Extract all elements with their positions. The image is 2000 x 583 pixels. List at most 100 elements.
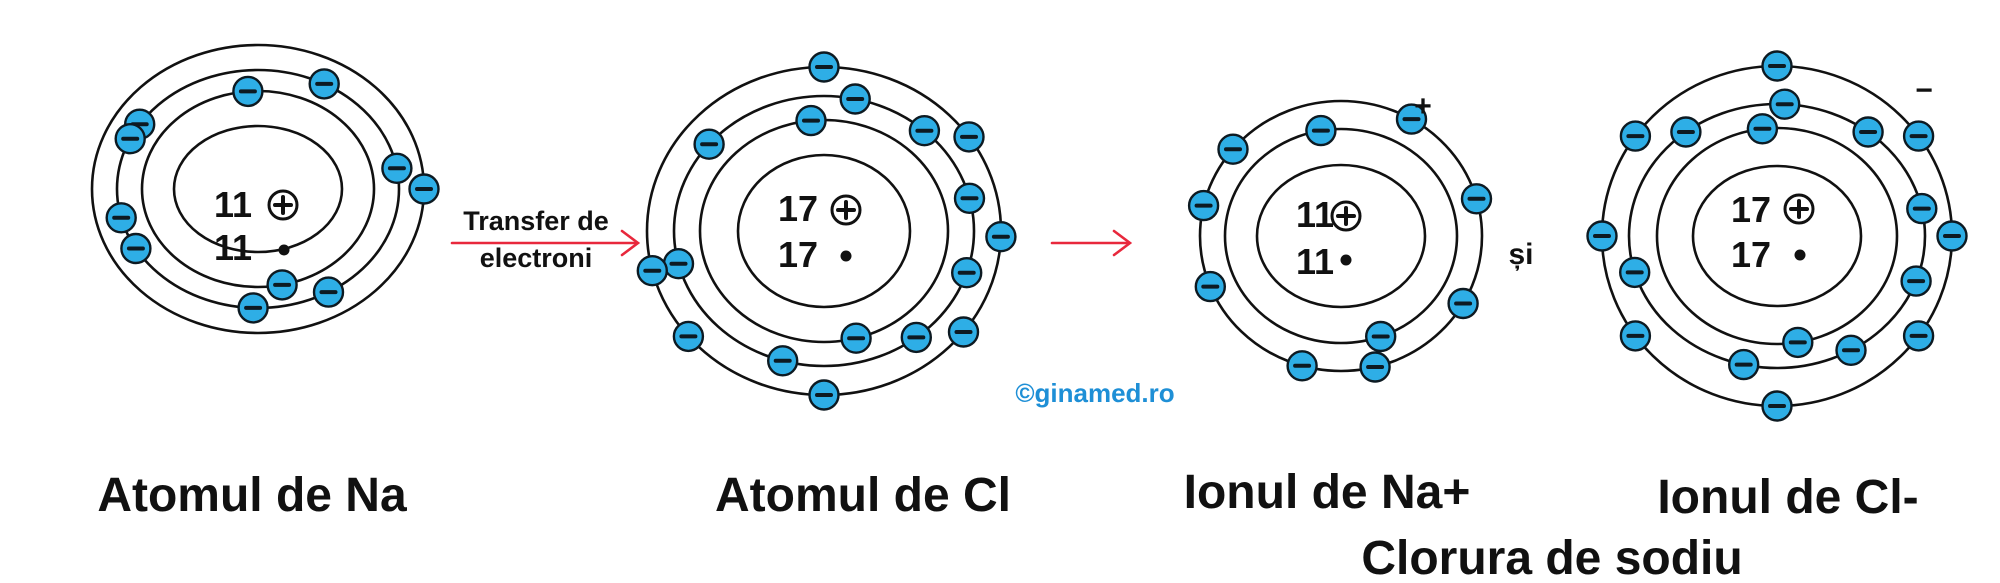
- proton-plus-icon: [830, 194, 862, 226]
- transfer-label-line-2: electroni: [480, 243, 593, 273]
- electron-minus-icon: [953, 182, 986, 215]
- electron-minus-icon: [1586, 220, 1618, 252]
- electron-minus-icon: [900, 321, 932, 354]
- cl-atom-proton-count: 17: [778, 188, 818, 229]
- electron-minus-icon: [1286, 350, 1318, 382]
- electron-minus-icon: [408, 173, 440, 205]
- cl-atom-electrons: [636, 51, 1017, 411]
- electron-minus-icon: [1900, 265, 1932, 297]
- electron-minus-icon: [1936, 220, 1968, 252]
- electron-minus-icon: [1906, 192, 1938, 225]
- arrow-right-icon: [450, 229, 641, 257]
- electron-minus-icon: [1447, 287, 1479, 320]
- electron-minus-icon: [1727, 348, 1760, 381]
- electron-minus-icon: [1359, 351, 1391, 383]
- electron-minus-icon: [1761, 50, 1793, 82]
- na-atom-caption: Atomul de Na: [97, 469, 407, 522]
- proton-plus-icon: [1330, 200, 1362, 232]
- neutron-dot-icon: [278, 244, 290, 256]
- electron-minus-icon: [795, 104, 827, 137]
- proton-plus-icon: [1783, 193, 1815, 225]
- electron-minus-icon: [636, 255, 668, 287]
- transfer-label-line-1: Transfer de: [463, 206, 609, 236]
- na-atom-nucleus-boundary: [172, 124, 344, 254]
- electron-minus-icon: [672, 320, 705, 353]
- na-atom-neutron-count: 11: [214, 227, 252, 268]
- electron-minus-icon: [808, 379, 840, 411]
- electron-minus-icon: [1187, 189, 1220, 222]
- electron-minus-icon: [1619, 320, 1652, 352]
- neutron-dot-icon: [1794, 249, 1806, 261]
- cl-atom-shell-2: [672, 94, 976, 368]
- electron-minus-icon: [120, 232, 152, 265]
- na-ion-charge: +: [1414, 90, 1432, 123]
- electron-minus-icon: [308, 68, 340, 100]
- electron-minus-icon: [908, 114, 941, 147]
- electron-minus-icon: [1305, 114, 1337, 147]
- electron-minus-icon: [951, 257, 983, 289]
- electron-minus-icon: [381, 152, 413, 185]
- electron-minus-icon: [1217, 133, 1249, 165]
- na-atom-shell-2: [115, 68, 401, 310]
- electron-minus-icon: [1460, 183, 1493, 215]
- electron-minus-icon: [947, 316, 980, 348]
- electron-minus-icon: [1618, 256, 1651, 289]
- electron-minus-icon: [953, 121, 985, 153]
- na-ion-electrons: [1187, 103, 1493, 383]
- electron-minus-icon: [808, 51, 840, 83]
- cl-atom-nucleus-boundary: [736, 153, 912, 309]
- electron-minus-icon: [266, 269, 298, 301]
- arrow-right-icon: [1050, 229, 1133, 257]
- cl-ion-nucleus-boundary: [1691, 164, 1863, 308]
- cl-ion-caption: Ionul de Cl-: [1657, 471, 1918, 524]
- na-ion-caption: Ionul de Na+: [1184, 466, 1471, 519]
- electron-minus-icon: [1782, 326, 1814, 359]
- cl-ion-neutron-count: 17: [1731, 234, 1771, 275]
- electron-transfer-annotation: Transfer de electroni: [450, 206, 641, 273]
- electron-minus-icon: [1746, 113, 1779, 145]
- electron-minus-icon: [237, 292, 269, 324]
- na-ion-nucleus-boundary: [1255, 163, 1427, 309]
- electron-minus-icon: [1194, 270, 1227, 303]
- na-ion-proton-count: 11: [1296, 194, 1334, 235]
- cl-atom-neutron-count: 17: [778, 234, 818, 275]
- cl-ion: 17 17 − Ionul de Cl-: [1586, 50, 1968, 524]
- electron-minus-icon: [1902, 320, 1935, 352]
- electron-minus-icon: [1902, 120, 1935, 152]
- na-atom-proton-count: 11: [214, 184, 252, 225]
- proton-plus-icon: [267, 189, 299, 221]
- electron-minus-icon: [985, 220, 1017, 253]
- conjunction-label: și: [1508, 238, 1533, 271]
- result-caption: Clorura de sodiu: [1361, 532, 1742, 583]
- na-atom: 11 11 Atomul de Na: [90, 43, 440, 522]
- na-ion: 11 11 + Ionul de Na+: [1184, 90, 1493, 519]
- cl-ion-charge: −: [1915, 74, 1933, 107]
- cl-atom-caption: Atomul de Cl: [715, 469, 1011, 522]
- na-ion-shell-2: [1198, 99, 1484, 373]
- electron-minus-icon: [1619, 120, 1652, 152]
- electron-minus-icon: [105, 202, 137, 234]
- electron-minus-icon: [839, 83, 871, 115]
- na-atom-shell-1: [140, 89, 376, 289]
- electron-minus-icon: [1835, 334, 1867, 366]
- electron-minus-icon: [1670, 116, 1702, 148]
- electron-minus-icon: [662, 248, 695, 280]
- na-ion-shell-1: [1223, 127, 1459, 345]
- cl-atom: 17 17 Atomul de Cl: [636, 51, 1017, 522]
- electron-minus-icon: [1395, 103, 1428, 135]
- electron-minus-icon: [1768, 88, 1801, 120]
- electron-minus-icon: [1852, 116, 1884, 148]
- neutron-dot-icon: [1340, 254, 1352, 266]
- electron-minus-icon: [114, 122, 146, 155]
- na-atom-electrons: [105, 68, 440, 324]
- electron-minus-icon: [232, 75, 264, 108]
- electron-minus-icon: [1364, 320, 1397, 353]
- electron-minus-icon: [693, 128, 725, 160]
- electron-minus-icon: [767, 345, 799, 377]
- neutron-dot-icon: [840, 250, 852, 262]
- electron-minus-icon: [312, 276, 345, 308]
- electron-minus-icon: [840, 322, 872, 354]
- watermark: ©ginamed.ro: [1015, 378, 1174, 408]
- cl-ion-proton-count: 17: [1731, 189, 1771, 230]
